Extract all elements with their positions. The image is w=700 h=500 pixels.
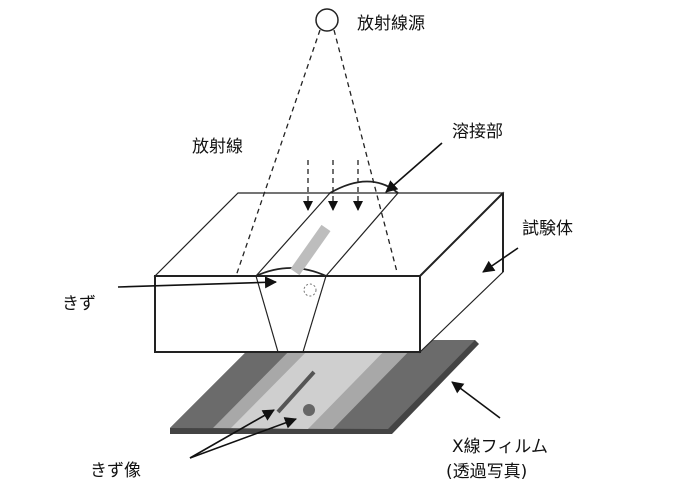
flaw-pointer-arrow (117, 276, 277, 289)
flaw-image-pointer-arrow-1 (189, 409, 275, 459)
label-film-sub: (透過写真) (446, 462, 528, 482)
label-film: X線フィルム (452, 437, 548, 457)
weld-pointer-arrow (385, 142, 443, 193)
flaw-image-pointer-arrow-2 (189, 417, 297, 459)
flaw-image-dot (303, 404, 315, 416)
x-ray-film (170, 340, 479, 434)
label-specimen: 試験体 (522, 219, 573, 239)
specimen-block (153, 191, 505, 354)
flaw-image-line (276, 370, 316, 414)
label-weld: 溶接部 (452, 122, 503, 142)
specimen-pointer-arrow (482, 247, 519, 273)
label-radiation-source: 放射線源 (357, 14, 425, 34)
label-flaw: きず (62, 294, 96, 314)
radiation-beam (235, 29, 398, 277)
label-flaw-image: きず像 (90, 461, 141, 481)
label-radiation: 放射線 (192, 137, 243, 157)
flaw (290, 224, 331, 276)
radiation-source-icon (315, 8, 339, 32)
flaw-void (303, 283, 317, 297)
film-pointer-arrow (451, 381, 501, 419)
